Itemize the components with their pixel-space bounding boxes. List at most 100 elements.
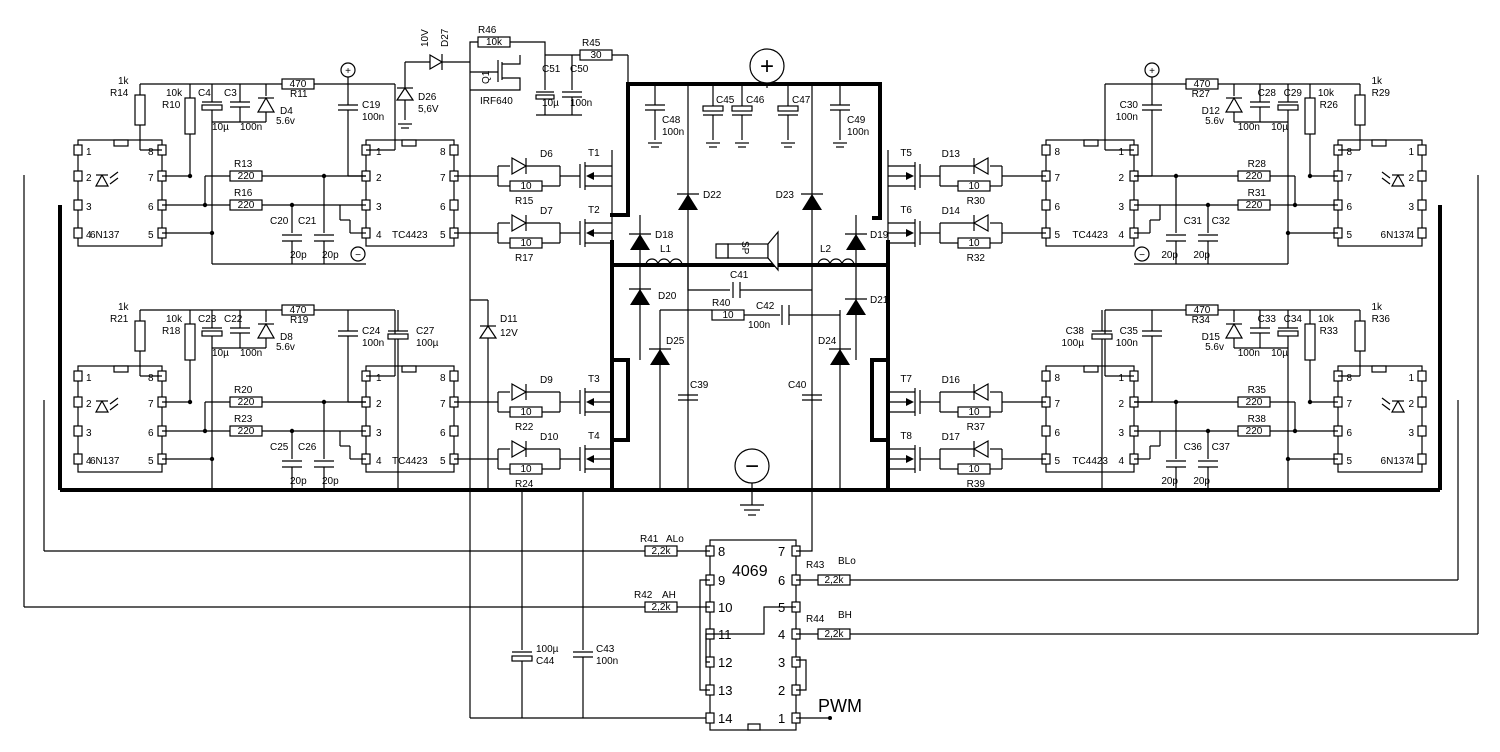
component-label: 220: [1246, 426, 1263, 437]
component-label: 6N137: [90, 230, 120, 241]
svg-text:100n: 100n: [570, 98, 592, 109]
component-label: 10µ: [1271, 348, 1288, 359]
svg-text:C43: C43: [596, 644, 615, 655]
component-label: C34: [1284, 314, 1303, 325]
component-label: 3: [1408, 202, 1414, 213]
component-label: 7: [1054, 173, 1060, 184]
component-label: R18: [162, 326, 181, 337]
component-label: R33: [1320, 326, 1339, 337]
component-label: 7: [440, 399, 446, 410]
svg-text:ALo: ALo: [666, 534, 684, 545]
component-label: 10: [968, 407, 980, 418]
component-label: C36: [1184, 442, 1203, 453]
component-label: R26: [1320, 100, 1339, 111]
svg-text:D24: D24: [818, 336, 837, 347]
component-label: D13: [942, 149, 961, 160]
component-label: 5: [148, 456, 154, 467]
component-label: 470: [1194, 79, 1211, 90]
plus-terminal: +: [749, 48, 785, 88]
component-label: 470: [290, 305, 307, 316]
svg-text:C46: C46: [746, 95, 765, 106]
component-label: 8: [440, 147, 446, 158]
component-label: 2: [376, 173, 382, 184]
driver-ic: [1045, 139, 1135, 247]
component-label: D8: [280, 332, 293, 343]
component-label: R38: [1248, 414, 1267, 425]
pin-number: 10: [718, 600, 732, 615]
component-label: R29: [1372, 88, 1391, 99]
component-label: 1k: [1371, 302, 1383, 313]
component-label: R27: [1192, 89, 1211, 100]
component-label: 1k: [1371, 76, 1383, 87]
svg-text:BH: BH: [838, 610, 852, 621]
component-label: 470: [290, 79, 307, 90]
component-label: C3: [224, 88, 237, 99]
svg-text:L2: L2: [820, 244, 832, 255]
component-label: R19: [290, 315, 309, 326]
component-label: 2: [1408, 173, 1414, 184]
component-label: C21: [298, 216, 317, 227]
component-label: 4: [376, 456, 382, 467]
component-label: 20p: [1193, 476, 1210, 487]
component-label: +: [345, 66, 351, 77]
svg-text:D26: D26: [418, 92, 437, 103]
component-label: −: [1139, 250, 1145, 261]
component-label: C24: [362, 326, 381, 337]
svg-text:C44: C44: [536, 656, 555, 667]
component-label: 10: [520, 407, 532, 418]
svg-text:10k: 10k: [486, 37, 503, 48]
component-label: 8: [148, 147, 154, 158]
component-label: 5.6v: [276, 342, 295, 353]
component-label: D6: [540, 149, 553, 160]
component-label: T5: [900, 148, 912, 159]
component-label: 220: [1246, 171, 1263, 182]
component-label: 7: [148, 173, 154, 184]
svg-text:Q1: Q1: [481, 70, 492, 84]
component-label: T7: [900, 374, 912, 385]
svg-text:D11: D11: [500, 314, 518, 325]
svg-text:2,2k: 2,2k: [825, 629, 845, 640]
svg-text:100n: 100n: [847, 127, 869, 138]
component-label: 100n: [1238, 122, 1260, 133]
center-bridge: D22 D23 D18 D19 D20 D21 D25 D24 L1 L2: [629, 84, 889, 490]
component-label: 3: [1118, 202, 1124, 213]
svg-text:AH: AH: [662, 590, 676, 601]
component-label: C31: [1184, 216, 1203, 227]
component-label: C33: [1258, 314, 1277, 325]
svg-text:C45: C45: [716, 95, 735, 106]
component-label: 7: [1346, 399, 1352, 410]
svg-text:D23: D23: [776, 190, 795, 201]
pin-number: 7: [778, 544, 785, 559]
component-label: 4: [1118, 230, 1124, 241]
svg-text:C40: C40: [788, 380, 807, 391]
component-label: R30: [967, 196, 986, 207]
component-label: 1: [1118, 147, 1124, 158]
pin-number: 8: [718, 544, 725, 559]
component-label: 6N137: [90, 456, 120, 467]
component-label: D4: [280, 106, 293, 117]
component-label: 2: [1408, 399, 1414, 410]
component-label: C27: [416, 326, 435, 337]
component-label: 20p: [1161, 476, 1178, 487]
component-label: R39: [967, 479, 986, 490]
component-label: 220: [238, 200, 255, 211]
ic-pin: [705, 712, 715, 724]
svg-text:+: +: [760, 53, 774, 80]
component-label: C38: [1066, 326, 1085, 337]
component-label: 6: [1346, 202, 1352, 213]
component-label: 10: [520, 181, 532, 192]
component-label: 470: [1194, 305, 1211, 316]
component-label: −: [355, 250, 361, 261]
component-label: TC4423: [392, 230, 428, 241]
component-label: 10k: [1318, 314, 1335, 325]
component-label: D14: [942, 206, 961, 217]
component-label: 10: [520, 238, 532, 249]
component-label: R37: [967, 422, 986, 433]
svg-text:D19: D19: [870, 230, 889, 241]
component-label: 5: [1346, 456, 1352, 467]
component-label: C35: [1120, 326, 1139, 337]
component-label: 2: [86, 173, 92, 184]
component-label: 6: [148, 428, 154, 439]
